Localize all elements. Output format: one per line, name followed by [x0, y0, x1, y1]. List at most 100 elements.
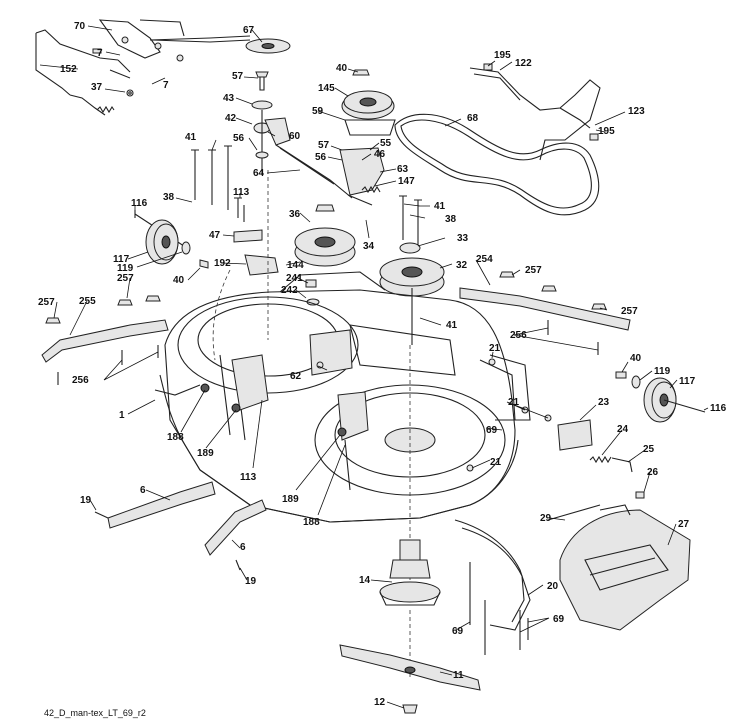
- pulley-32: [379, 242, 445, 345]
- nuts-257: [45, 271, 607, 324]
- callout-26: 26: [647, 467, 659, 478]
- callout-60: 60: [289, 131, 301, 142]
- callout-152: 152: [60, 64, 77, 75]
- callout-34: 34: [363, 241, 375, 252]
- lift-handle-assembly: [35, 19, 251, 116]
- callout-57: 57: [232, 71, 244, 82]
- callout-38: 38: [445, 214, 457, 225]
- callout-55: 55: [380, 138, 392, 149]
- callout-14: 14: [359, 575, 371, 586]
- callout-40: 40: [336, 63, 348, 74]
- callout-145: 145: [318, 83, 335, 94]
- belt-guide-rods: [469, 63, 601, 161]
- callout-188: 188: [167, 432, 184, 443]
- chute-bracket-spring: [557, 419, 633, 473]
- callout-63: 63: [397, 164, 409, 175]
- callout-67: 67: [243, 25, 255, 36]
- callout-195: 195: [598, 126, 615, 137]
- callout-255: 255: [79, 296, 96, 307]
- callout-113: 113: [240, 472, 257, 483]
- callout-23: 23: [598, 397, 610, 408]
- bolts-256: [57, 320, 599, 385]
- callout-36: 36: [289, 209, 301, 220]
- plate-47: [233, 229, 263, 243]
- callout-241: 241: [286, 273, 303, 284]
- callout-242: 242: [281, 285, 298, 296]
- callout-12: 12: [374, 697, 386, 708]
- callout-11: 11: [453, 670, 464, 681]
- callout-257: 257: [117, 273, 134, 284]
- callout-46: 46: [374, 149, 386, 160]
- callout-41: 41: [185, 132, 197, 143]
- callout-6: 6: [140, 485, 146, 496]
- callout-27: 27: [678, 519, 690, 530]
- callout-59: 59: [312, 106, 324, 117]
- hitch-plate-67: [245, 38, 291, 54]
- callout-41: 41: [446, 320, 458, 331]
- callout-189: 189: [197, 448, 214, 459]
- callout-33: 33: [457, 233, 469, 244]
- callout-38: 38: [163, 192, 175, 203]
- callout-116: 116: [131, 198, 148, 209]
- callout-119: 119: [654, 366, 671, 377]
- callout-68: 68: [467, 113, 479, 124]
- callout-20: 20: [547, 581, 559, 592]
- baffle-arms-6: [94, 481, 267, 571]
- callout-21: 21: [489, 343, 501, 354]
- callout-117: 117: [113, 254, 130, 265]
- callout-21: 21: [490, 457, 502, 468]
- leader-lines: [39, 25, 709, 709]
- callout-29: 29: [540, 513, 552, 524]
- callout-189: 189: [282, 494, 299, 505]
- right-gauge-wheel: [489, 354, 706, 423]
- bolts-113-top: [234, 197, 245, 222]
- callout-113: 113: [233, 187, 250, 198]
- spindle-assembly-14: [379, 539, 441, 606]
- diagram-caption: 42_D_man-tex_LT_69_r2: [44, 708, 146, 718]
- callout-119: 119: [117, 263, 134, 274]
- callout-64: 64: [253, 168, 265, 179]
- callout-122: 122: [515, 58, 532, 69]
- callout-7: 7: [163, 80, 169, 91]
- callout-69: 69: [553, 614, 565, 625]
- bolts-241-242: [305, 279, 320, 306]
- callout-labels: 70 67 7 7 152 37 57 43 42 60 56 59 40 14…: [38, 21, 727, 708]
- callout-256: 256: [510, 330, 527, 341]
- callout-57: 57: [318, 140, 330, 151]
- callout-123: 123: [628, 106, 645, 117]
- callout-69: 69: [486, 425, 498, 436]
- callout-195: 195: [494, 50, 511, 61]
- callout-40: 40: [173, 275, 185, 286]
- discharge-chute-27: [547, 491, 691, 631]
- callout-257: 257: [38, 297, 55, 308]
- callout-256: 256: [72, 375, 89, 386]
- bolts-41: [191, 145, 422, 245]
- callout-25: 25: [643, 444, 655, 455]
- pulley-36: [294, 204, 356, 267]
- idler-pulley-145: [341, 69, 396, 136]
- idler-arm: [255, 117, 353, 199]
- callout-21: 21: [508, 397, 520, 408]
- callout-24: 24: [617, 424, 629, 435]
- callout-56: 56: [315, 152, 327, 163]
- callout-32: 32: [456, 260, 468, 271]
- bracket-192: [244, 254, 279, 276]
- callout-42: 42: [225, 113, 237, 124]
- callout-116: 116: [710, 403, 727, 414]
- callout-41: 41: [434, 201, 446, 212]
- callout-257: 257: [621, 306, 638, 317]
- callout-147: 147: [398, 176, 415, 187]
- callout-37: 37: [91, 82, 103, 93]
- drive-belt-68: [394, 113, 600, 216]
- baffle-bar-254: [459, 287, 631, 331]
- callout-56: 56: [233, 133, 245, 144]
- arm-20: [454, 519, 531, 655]
- callout-1: 1: [119, 410, 125, 421]
- callout-6: 6: [240, 542, 246, 553]
- callout-19: 19: [80, 495, 92, 506]
- callout-69: 69: [452, 626, 464, 637]
- bolt-washer-stack: [251, 71, 273, 175]
- mower-blade-11: [339, 644, 481, 714]
- callout-144: 144: [287, 260, 304, 271]
